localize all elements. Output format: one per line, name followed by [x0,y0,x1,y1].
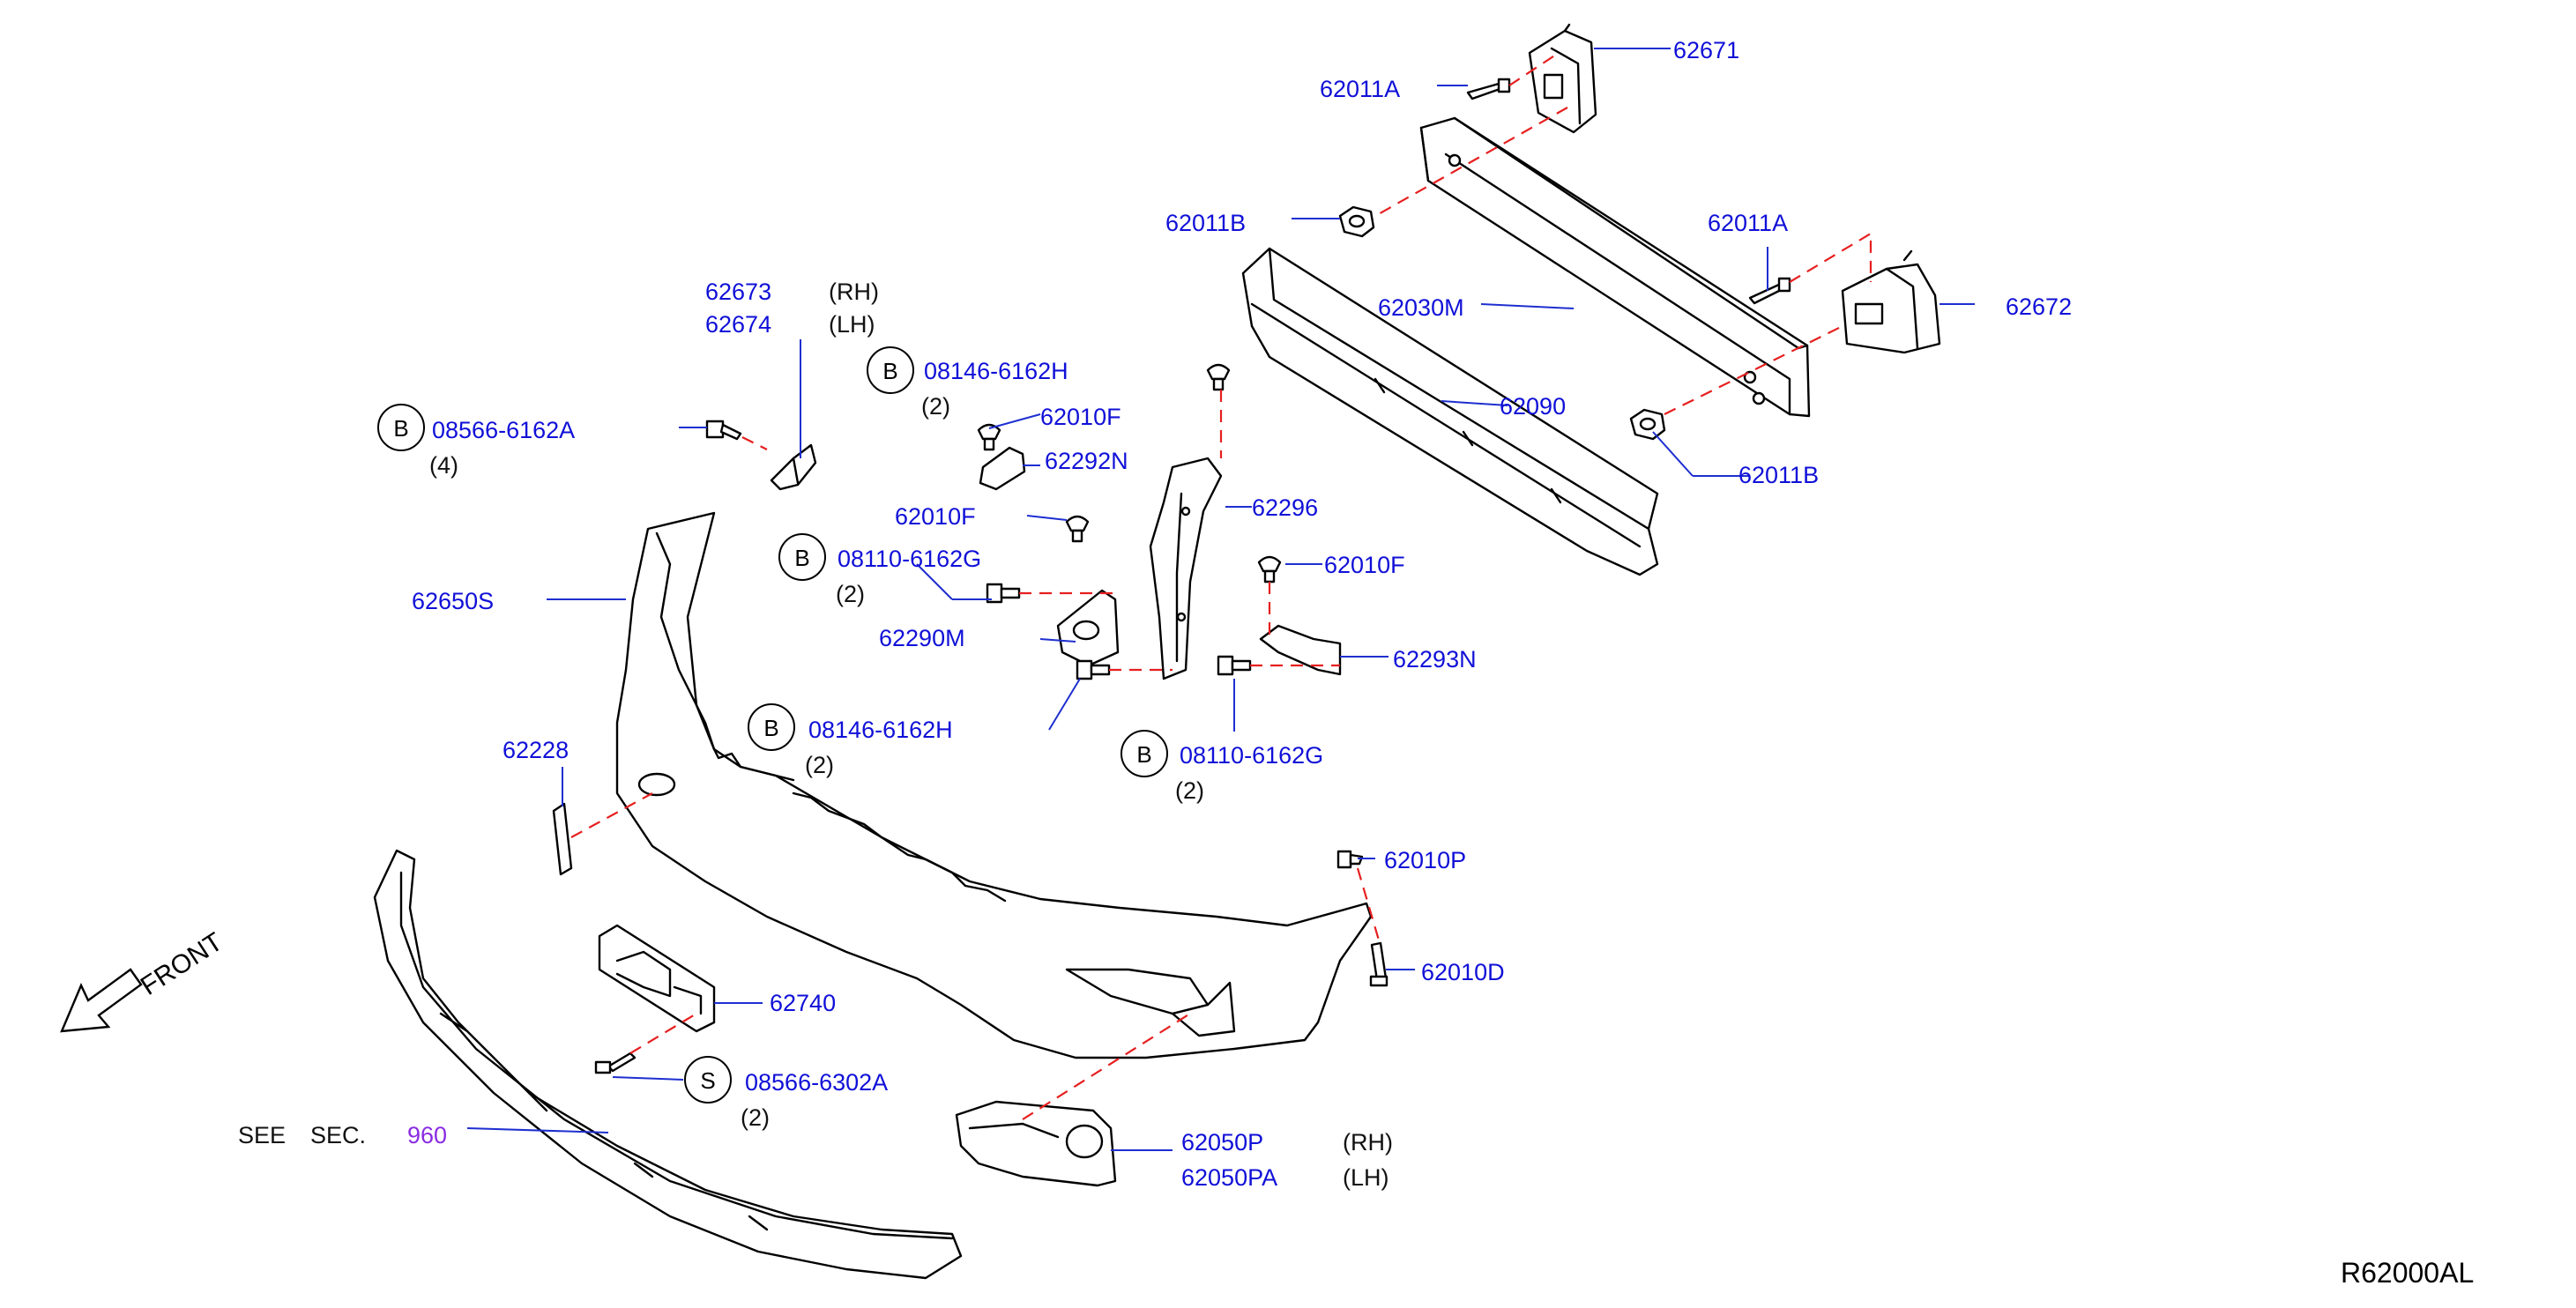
assembly-lines [570,52,1872,1120]
front-arrow-icon [60,968,143,1033]
leader-lines [466,48,1975,1151]
label-62010D[interactable]: 62010D [1421,959,1505,985]
svg-text:B: B [763,715,778,741]
label-08110-6162G-left[interactable]: 08110-6162G [838,546,981,572]
bolt-08146-6162H-mid [1076,659,1111,680]
label-62296[interactable]: 62296 [1252,494,1318,521]
diagram-code: R62000AL [2341,1257,2474,1289]
screw-62011A-right [1748,277,1791,305]
circle-mark-b5: B [1120,730,1168,777]
fog-bezel-62050P [955,1100,1117,1187]
label-62650S[interactable]: 62650S [412,588,494,614]
sec-text: SEC. [310,1122,366,1148]
label-62010F-a[interactable]: 62010F [1040,404,1121,430]
qty-08566-6162A: (4) [429,452,458,479]
see-text: SEE [238,1122,286,1148]
label-62011B-bottom[interactable]: 62011B [1738,462,1819,488]
circle-mark-s: S [684,1056,732,1104]
label-08146-6162H-mid[interactable]: 08146-6162H [808,717,953,743]
nut-62011B-top [1338,205,1375,238]
label-62292N[interactable]: 62292N [1045,448,1128,474]
bracket-62672 [1841,249,1941,354]
label-rh-62673: (RH) [829,279,879,305]
label-62740[interactable]: 62740 [770,990,836,1016]
svg-text:B: B [1136,741,1151,768]
screw-62011A-top [1466,78,1511,100]
plate-62228 [552,802,573,876]
screw-08566-6302A [594,1052,637,1074]
label-08566-6302A[interactable]: 08566-6302A [745,1069,888,1096]
label-62293N[interactable]: 62293N [1393,646,1477,673]
clip-62010F-c [1257,555,1282,583]
label-62050PA[interactable]: 62050PA [1181,1164,1277,1191]
spoiler-section-960 [373,849,963,1280]
label-62010F-c[interactable]: 62010F [1324,552,1405,578]
label-62090[interactable]: 62090 [1500,393,1566,420]
qty-08146-top: (2) [921,393,950,420]
label-62011A-right[interactable]: 62011A [1708,210,1788,236]
label-62030M[interactable]: 62030M [1378,294,1464,321]
circle-mark-b4: B [748,703,795,751]
qty-08146-mid: (2) [805,752,834,778]
energy-absorber-62090 [1241,247,1659,576]
clip-62010F-top [1206,363,1231,391]
nut-62011B-bottom [1629,408,1666,441]
label-08566-6162A[interactable]: 08566-6162A [432,417,575,443]
front-arrow: FRONT [60,927,228,1033]
label-62672[interactable]: 62672 [2006,294,2072,320]
qty-08110-right: (2) [1175,777,1204,804]
qty-08566-6302A: (2) [741,1104,770,1131]
svg-text:B: B [393,415,408,442]
license-bracket-62740 [598,924,716,1033]
qty-08110-left: (2) [836,581,865,607]
front-label: FRONT [136,927,228,1001]
bracket-62292N [979,446,1026,491]
label-62011B-top[interactable]: 62011B [1165,210,1246,236]
bolt-08110-6162G-left [986,583,1021,604]
label-08110-6162G-right[interactable]: 08110-6162G [1180,742,1323,769]
bracket-62293N [1259,624,1342,676]
part-labels: 62671 62011A 62011B 62011A 62672 62030M … [238,37,2072,1191]
clip-62010F-b [1065,515,1090,543]
bracket-62673-62674 [770,443,817,491]
section-960-link[interactable]: 960 [407,1122,447,1148]
label-62010F-b[interactable]: 62010F [895,503,976,530]
bracket-62290M [1056,589,1120,667]
label-62671[interactable]: 62671 [1673,37,1739,63]
label-08146-6162H-top[interactable]: 08146-6162H [924,358,1068,384]
circle-mark-b2: B [377,404,425,451]
svg-text:S: S [700,1067,715,1094]
clip-62010F-a [977,423,1001,451]
bolt-08566-6162A [705,420,742,441]
bracket-62671 [1528,23,1597,134]
bumper-fascia-62650S [615,511,1373,1059]
label-62290M[interactable]: 62290M [879,625,965,651]
label-lh-62674: (LH) [829,311,875,338]
circle-mark-b3: B [778,533,826,581]
label-62010P[interactable]: 62010P [1384,847,1466,873]
label-62673[interactable]: 62673 [705,279,771,305]
label-lh-62050PA: (LH) [1343,1164,1389,1191]
circle-mark-b1: B [867,346,914,394]
screw-62010D [1369,941,1389,987]
svg-text:B: B [882,358,897,384]
clip-62010P [1336,850,1364,869]
label-62228[interactable]: 62228 [503,737,569,763]
label-62674[interactable]: 62674 [705,311,771,338]
label-rh-62050P: (RH) [1343,1129,1393,1156]
label-62050P[interactable]: 62050P [1181,1129,1263,1156]
reinforcement-beam-62030M [1419,116,1811,418]
bolt-08110-6162G-right [1217,655,1252,676]
svg-text:B: B [794,545,809,571]
label-62011A-top[interactable]: 62011A [1320,76,1400,102]
bracket-62296 [1149,457,1223,680]
